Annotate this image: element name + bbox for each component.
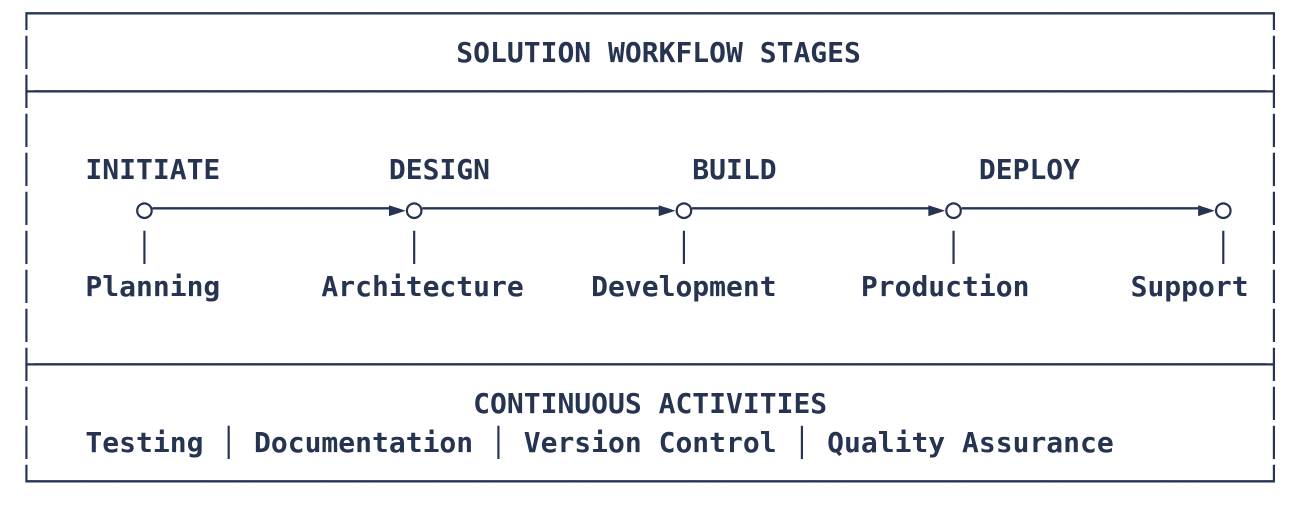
stage-labels-row: │ INITIATE DESIGN BUILD DEPLOY │: [18, 153, 1283, 186]
header-title-row: │ SOLUTION WORKFLOW STAGES │: [18, 36, 1283, 69]
section-divider: ├───────────────────────────────────────…: [18, 348, 1283, 381]
header-divider: ├───────────────────────────────────────…: [18, 75, 1283, 108]
node-ticks-row: │ │ │ │ │ │ │: [18, 231, 1283, 264]
activities-row: │ Testing │ Documentation │ Version Cont…: [18, 426, 1283, 459]
node-labels-row: │ Planning Architecture Development Prod…: [18, 270, 1283, 303]
frame-top-border: ┌───────────────────────────────────────…: [18, 0, 1283, 30]
frame-bottom-border: └───────────────────────────────────────…: [18, 465, 1283, 498]
spacer-row: │ │: [18, 114, 1283, 147]
continuous-title-row: │ CONTINUOUS ACTIVITIES │: [18, 387, 1283, 420]
spacer-row: │ │: [18, 309, 1283, 342]
timeline-row: │ ○──────────────►○──────────────►○─────…: [18, 192, 1283, 225]
